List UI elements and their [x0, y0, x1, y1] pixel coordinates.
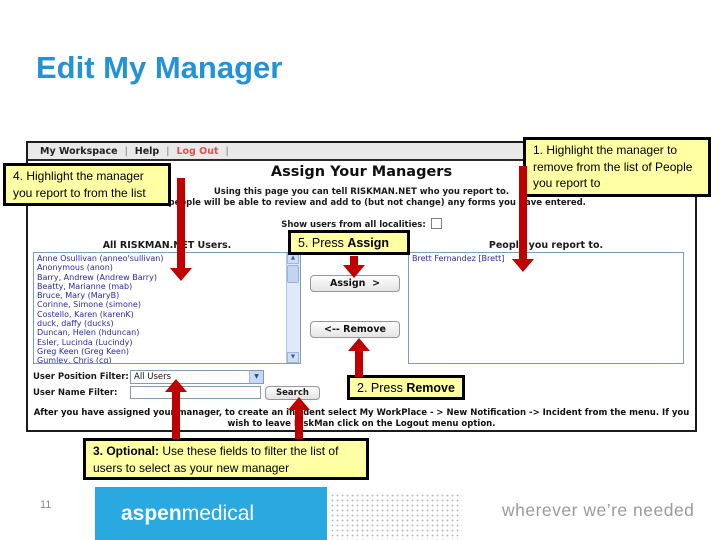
callout-3: 3. Optional: Use these fields to filter … — [83, 438, 369, 480]
page-title: Edit My Manager — [36, 50, 283, 85]
scrollbar-down-icon[interactable]: ▼ — [287, 352, 299, 363]
list-item[interactable]: Beatty, Marianne (mab) — [37, 281, 133, 291]
list-item[interactable]: Bruce, Mary (MaryB) — [37, 291, 120, 301]
callout-5: 5. Press Assign — [288, 230, 410, 255]
callout-4: 4. Highlight the manager you report to f… — [3, 163, 171, 206]
arrow-head-up-icon — [288, 397, 310, 410]
list-item[interactable]: Costello, Karen (karenK) — [37, 309, 134, 319]
callout-5-text: 5. Press — [298, 236, 348, 250]
list-item[interactable]: Greg Keen (Greg Keen) — [37, 346, 130, 356]
callout-3-bold: 3. Optional: — [93, 444, 159, 458]
logo-text-medical: medical — [181, 501, 255, 525]
user-name-filter-input[interactable] — [130, 386, 261, 399]
menu-item-my-workspace[interactable]: My Workspace — [40, 145, 118, 157]
arrow-head-up-icon — [348, 338, 370, 351]
arrow-to-remove-button — [355, 350, 363, 377]
all-users-listbox[interactable]: Anne Osullivan (anneo'sullivan)Anonymous… — [33, 252, 301, 364]
callout-2: 2. Press Remove — [347, 375, 465, 400]
dropdown-selected-value: All Users — [134, 372, 172, 382]
list-item[interactable]: Esler, Lucinda (Lucindy) — [37, 337, 133, 347]
arrow-to-search-button — [295, 409, 303, 439]
app-heading: Assign Your Managers — [270, 164, 453, 180]
menu-item-log-out[interactable]: Log Out — [176, 145, 219, 157]
dot-pattern-decoration — [330, 493, 462, 540]
menu-item-help[interactable]: Help — [134, 145, 160, 157]
list-item[interactable]: Brett Fernandez [Brett] — [412, 254, 505, 263]
arrow-head-down-icon — [343, 265, 365, 278]
callout-3-text: Use these fields to filter the list of u… — [93, 444, 339, 475]
list-item[interactable]: Corinne, Simone (simone) — [37, 300, 141, 310]
arrow-to-report-to-list — [519, 166, 527, 261]
arrow-head-up-icon — [165, 379, 187, 392]
user-position-filter-label: User Position Filter: — [33, 372, 129, 382]
page-number: 11 — [40, 499, 52, 511]
show-users-checkbox[interactable] — [430, 218, 442, 229]
user-position-filter-dropdown[interactable]: All Users ▼ — [130, 370, 264, 384]
app-description-line2: These people will be able to review and … — [137, 198, 586, 208]
footer-tagline: wherever we’re needed — [502, 500, 695, 520]
people-report-to-listbox[interactable]: Brett Fernandez [Brett] — [408, 252, 684, 364]
list-item[interactable]: duck, daffy (ducks) — [37, 319, 114, 329]
list-item[interactable]: Duncan, Helen (hduncan) — [37, 328, 140, 338]
chevron-down-icon[interactable]: ▼ — [249, 371, 263, 383]
people-report-to-header: People you report to. — [488, 240, 604, 251]
menu-separator: | — [225, 145, 229, 157]
scrollbar[interactable]: ▲ ▼ — [286, 253, 300, 363]
callout-2-bold: Remove — [406, 381, 455, 395]
list-item[interactable]: Anne Osullivan (anneo'sullivan) — [37, 254, 164, 263]
arrow-head-down-icon — [170, 268, 192, 281]
arrow-head-down-icon — [512, 259, 534, 272]
list-item[interactable]: Barry, Andrew (Andrew Barry) — [37, 272, 157, 282]
remove-button[interactable]: <-- Remove — [310, 321, 400, 338]
callout-5-bold: Assign — [347, 236, 390, 250]
show-users-label: Show users from all localities: — [281, 220, 426, 230]
logo-text-aspen: aspen — [121, 501, 182, 525]
people-report-to-items: Brett Fernandez [Brett] — [412, 254, 681, 263]
arrow-to-filter-fields — [172, 391, 180, 439]
user-name-filter-label: User Name Filter: — [33, 388, 118, 398]
arrow-to-assign-button — [350, 256, 358, 267]
scrollbar-thumb[interactable] — [287, 265, 299, 283]
all-users-header: All RISKMAN.NET Users. — [102, 240, 232, 251]
callout-2-text: 2. Press — [357, 381, 407, 395]
app-description-line1: Using this page you can tell RISKMAN.NET… — [213, 187, 510, 197]
app-footer-note: After you have assigned your manager, to… — [33, 408, 690, 429]
show-users-row: Show users from all localities: — [28, 218, 695, 230]
callout-1: 1. Highlight the manager to remove from … — [523, 137, 711, 197]
menu-separator: | — [166, 145, 170, 157]
list-item[interactable]: Anonymous (anon) — [37, 263, 113, 273]
all-users-items: Anne Osullivan (anneo'sullivan)Anonymous… — [37, 254, 298, 364]
list-item[interactable]: Gumley, Chris (cg) — [37, 356, 112, 364]
arrow-to-all-users-list — [177, 178, 185, 270]
menu-separator: | — [124, 145, 128, 157]
